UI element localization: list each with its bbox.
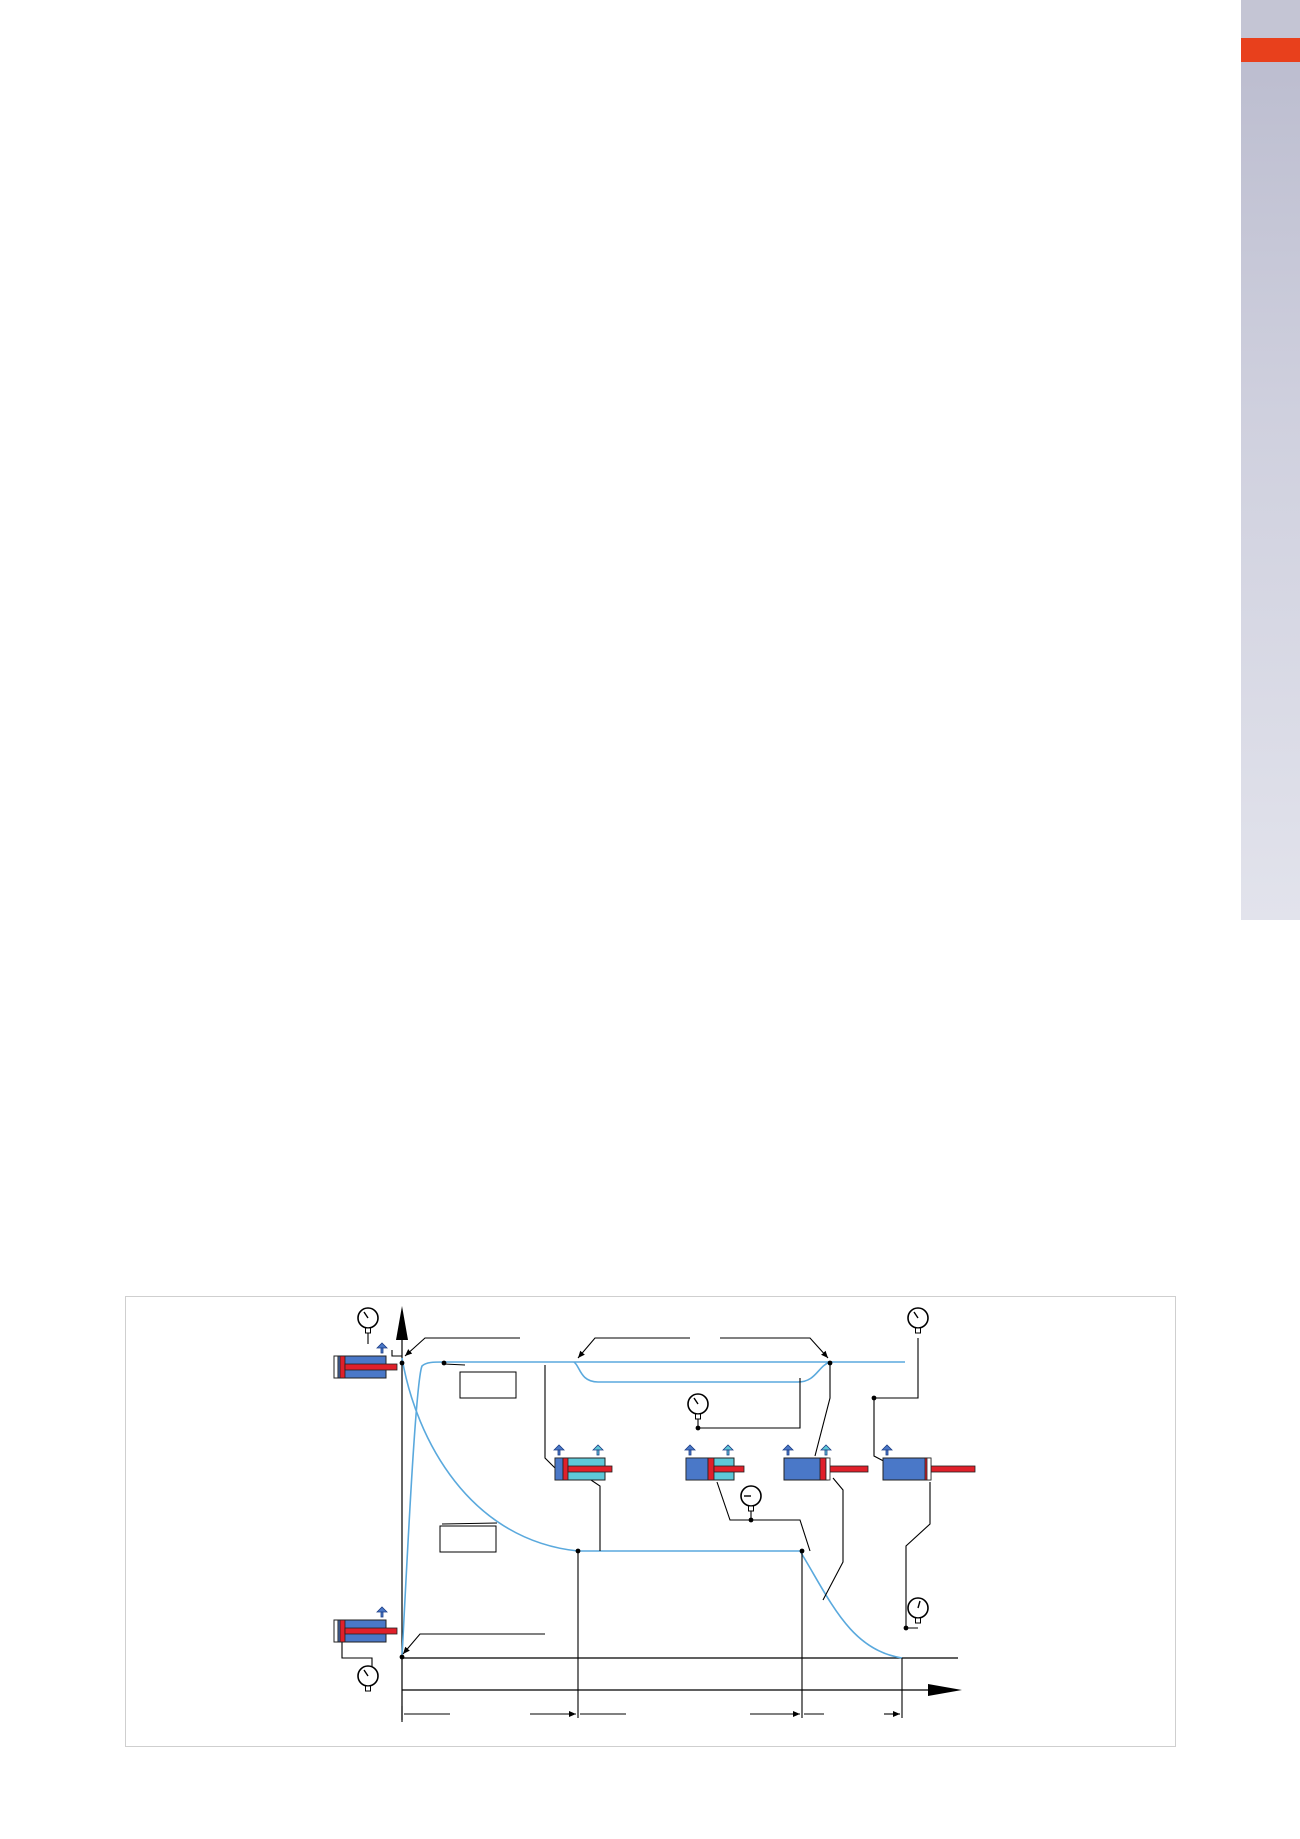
vent-valve-icon bbox=[820, 1444, 832, 1456]
junction-dot bbox=[575, 1548, 581, 1554]
junction-dot bbox=[903, 1625, 909, 1631]
leader-line bbox=[814, 1362, 831, 1457]
cylinder-icon bbox=[783, 1457, 869, 1481]
rising-pressure-curve bbox=[401, 1361, 905, 1658]
leader-line bbox=[544, 1365, 556, 1469]
pressure-gauge-icon bbox=[357, 1307, 379, 1334]
leader-line bbox=[404, 1337, 520, 1357]
y-axis-arrow-icon bbox=[396, 1306, 408, 1340]
curves bbox=[401, 1357, 905, 1659]
junction-dot bbox=[441, 1360, 447, 1366]
leader-line bbox=[577, 1337, 690, 1359]
pressure-gauge-icon bbox=[357, 1665, 379, 1692]
top-dip-curve bbox=[573, 1361, 831, 1383]
junction-dot bbox=[799, 1548, 805, 1554]
vent-valve-icon bbox=[722, 1444, 734, 1456]
vent-valve-icon bbox=[782, 1444, 794, 1456]
pressure-gauge-icon bbox=[740, 1485, 762, 1512]
cylinder-icon bbox=[333, 1619, 398, 1643]
leader-line bbox=[716, 1481, 752, 1521]
side-tab bbox=[1241, 0, 1300, 920]
leader-line bbox=[873, 1398, 894, 1467]
leader-lines bbox=[341, 1330, 931, 1718]
side-tab-marker bbox=[1241, 38, 1300, 62]
junction-dot bbox=[695, 1425, 701, 1431]
vent-valve-icon bbox=[592, 1444, 604, 1456]
leader-line bbox=[402, 1633, 545, 1655]
leader-line bbox=[874, 1362, 919, 1399]
label-box bbox=[459, 1371, 517, 1399]
dimension-lines bbox=[401, 1706, 900, 1722]
vent-valve-icon bbox=[376, 1342, 388, 1354]
pressure-gauge-icon bbox=[907, 1597, 929, 1624]
leader-line bbox=[341, 1628, 373, 1672]
leader-line bbox=[905, 1482, 931, 1629]
cylinder-icon bbox=[685, 1457, 745, 1481]
junction-dot bbox=[871, 1395, 877, 1401]
cylinder-icon bbox=[333, 1355, 398, 1379]
vent-valve-icon bbox=[553, 1444, 565, 1456]
vent-valves bbox=[376, 1342, 893, 1618]
label-box bbox=[439, 1525, 497, 1553]
leader-line bbox=[443, 1363, 466, 1366]
leader-line bbox=[391, 1350, 402, 1357]
junction-dot bbox=[399, 1360, 405, 1366]
junction-dots bbox=[399, 1360, 909, 1660]
cylinder-icon bbox=[882, 1457, 976, 1481]
leader-line bbox=[751, 1519, 811, 1552]
vent-valve-icon bbox=[881, 1444, 893, 1456]
side-tab-top bbox=[1241, 0, 1300, 38]
label-boxes bbox=[439, 1371, 517, 1553]
pressure-gauge-icon bbox=[687, 1393, 709, 1420]
leader-line bbox=[822, 1477, 844, 1601]
axes bbox=[396, 1306, 962, 1720]
vent-valve-icon bbox=[376, 1606, 388, 1618]
pressure-gauges bbox=[357, 1307, 929, 1692]
falling-pressure-curve bbox=[401, 1357, 903, 1659]
junction-dot bbox=[748, 1517, 754, 1523]
junction-dot bbox=[827, 1360, 833, 1366]
pressure-gauge-icon bbox=[907, 1307, 929, 1334]
figure-frame bbox=[125, 1296, 1176, 1747]
x-axis-arrow-icon bbox=[928, 1684, 962, 1696]
leader-line bbox=[587, 1477, 601, 1551]
vent-valve-icon bbox=[684, 1444, 696, 1456]
junction-dot bbox=[399, 1654, 405, 1660]
leader-line bbox=[697, 1378, 801, 1429]
cylinder-icon bbox=[554, 1457, 613, 1481]
leader-line bbox=[441, 1522, 498, 1525]
leader-line bbox=[720, 1337, 829, 1359]
